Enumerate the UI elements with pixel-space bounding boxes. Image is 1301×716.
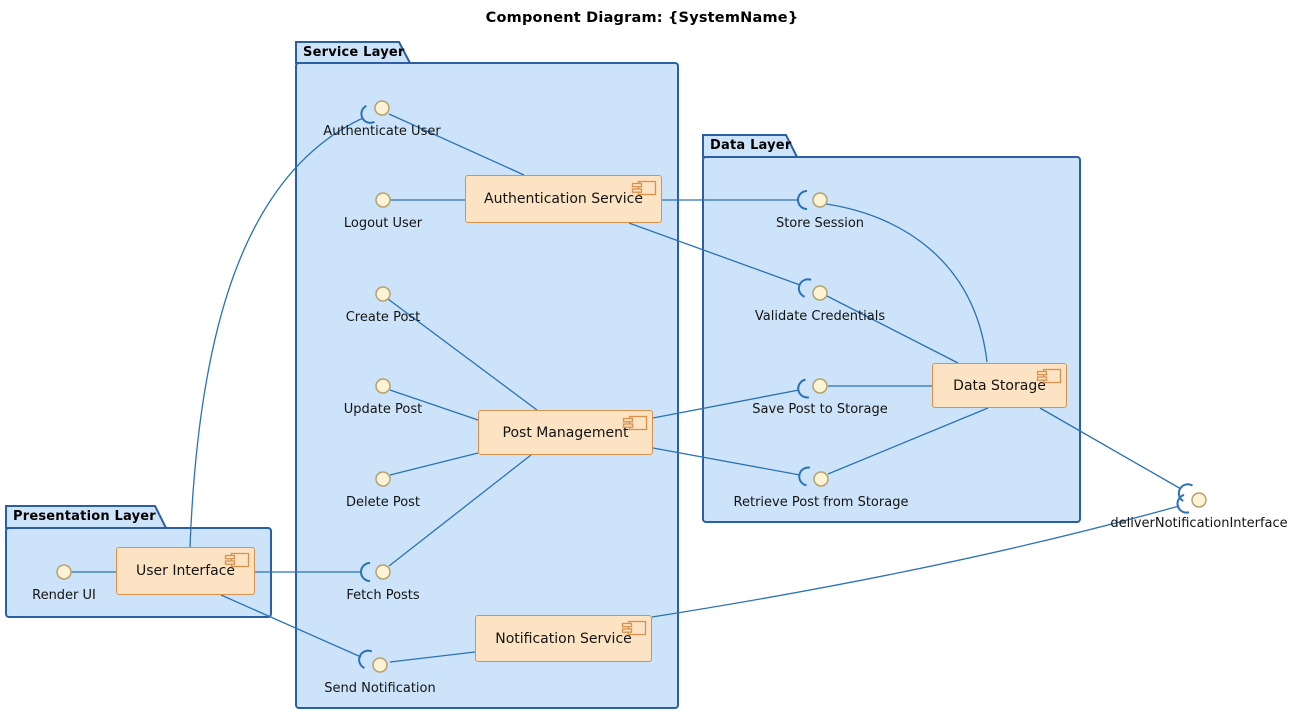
interface-ball-icon-store-session	[812, 192, 828, 208]
edge-delete-post--post-management	[389, 452, 479, 476]
edge-store-session--data-storage	[825, 203, 988, 363]
interface-ball-icon-send-notification	[372, 657, 388, 673]
interface-socket-icon-retrieve-post-from-storage	[798, 466, 811, 487]
interface-socket-icon-fetch-posts	[360, 562, 371, 582]
interface-socket-icon-deliver-notification-interface-0	[1177, 483, 1194, 502]
edge-update-post--post-management	[389, 389, 479, 421]
interface-socket-icon-deliver-notification-interface-1	[1176, 493, 1190, 514]
package-tab-presentation-layer	[5, 505, 168, 529]
interface-socket-icon-send-notification	[358, 649, 373, 669]
interface-ball-icon-save-post-to-storage	[812, 378, 828, 394]
edge-authentication-service--validate-credentials	[628, 222, 801, 286]
interface-ball-icon-render-ui	[56, 564, 72, 580]
package-tab-data-layer	[702, 134, 799, 158]
package-service-layer	[295, 62, 679, 709]
edge-retrieve-post-from-storage--data-storage	[827, 407, 989, 475]
edge-fetch-posts--post-management	[388, 454, 532, 567]
edge-authenticate-user--authentication-service	[388, 113, 525, 176]
interface-ball-icon-authenticate-user	[374, 100, 390, 116]
interface-socket-icon-store-session	[797, 190, 808, 210]
edge-data-storage--deliver-notification-interface	[1039, 407, 1182, 490]
interface-socket-icon-validate-credentials	[797, 278, 812, 298]
interface-ball-icon-retrieve-post-from-storage	[813, 471, 829, 487]
interface-ball-icon-validate-credentials	[812, 285, 828, 301]
interface-ball-icon-create-post	[375, 286, 391, 302]
package-data-layer	[702, 156, 1081, 523]
interface-ball-icon-delete-post	[375, 471, 391, 487]
edge-post-management--retrieve-post-from-storage	[652, 447, 801, 476]
interface-ball-icon-logout-user	[375, 192, 391, 208]
interface-socket-icon-save-post-to-storage	[797, 378, 810, 399]
edge-create-post--post-management	[387, 298, 538, 411]
interface-ball-icon-deliver-notification-interface	[1191, 492, 1207, 508]
edge-user-interface--authenticate-user	[189, 117, 364, 548]
interface-ball-icon-update-post	[375, 378, 391, 394]
edge-post-management--save-post-to-storage	[652, 389, 800, 419]
interface-socket-icon-authenticate-user	[360, 104, 375, 124]
edge-validate-credentials--data-storage	[826, 295, 959, 364]
edge-user-interface--send-notification	[220, 594, 362, 658]
package-presentation-layer	[5, 527, 272, 618]
edge-notification-service--deliver-notification-interface	[651, 505, 1180, 618]
package-tab-service-layer	[295, 41, 412, 64]
interface-ball-icon-fetch-posts	[375, 564, 391, 580]
edge-send-notification--notification-service	[389, 651, 476, 663]
